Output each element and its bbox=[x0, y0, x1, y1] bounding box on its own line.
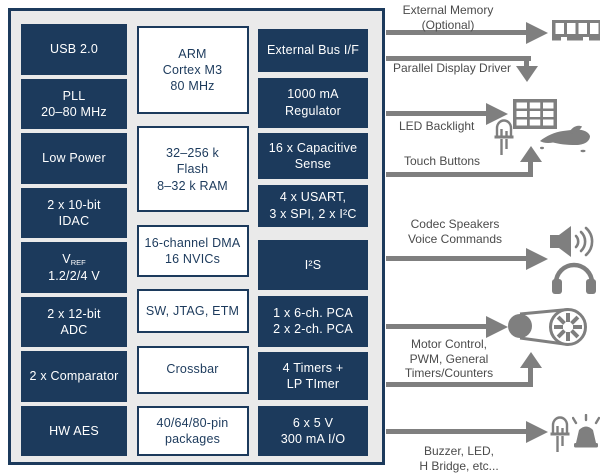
siren-icon bbox=[572, 414, 600, 448]
arrowhead-buzzer bbox=[526, 421, 548, 443]
block-timers: 4 Timers + LP TImer bbox=[258, 352, 368, 401]
block-idac: 2 x 10-bit IDAC bbox=[21, 187, 127, 238]
arrowhead-pwm bbox=[520, 352, 542, 368]
label-buzzer: Buzzer, LED, H Bridge, etc... bbox=[419, 444, 499, 473]
label-parallel-display: Parallel Display Driver bbox=[393, 61, 512, 75]
block-regulator: 1000 mA Regulator bbox=[258, 77, 368, 128]
block-crossbar: Crossbar bbox=[136, 345, 249, 394]
memory-icon bbox=[552, 20, 600, 41]
block-adc: 2 x 12-bit ADC bbox=[21, 296, 127, 347]
speaker-icon bbox=[550, 226, 594, 257]
arrowhead-codec bbox=[526, 248, 548, 270]
arrowhead-parallel-display bbox=[516, 66, 538, 82]
block-usb: USB 2.0 bbox=[21, 24, 127, 75]
arrowhead-touch-buttons bbox=[520, 146, 542, 162]
block-flash-ram: 32–256 k Flash 8–32 k RAM bbox=[136, 126, 249, 213]
block-pll: PLL 20–80 MHz bbox=[21, 78, 127, 129]
block-high-current-io: 6 x 5 V 300 mA I/O bbox=[258, 405, 368, 456]
block-i2s: I²S bbox=[258, 240, 368, 291]
core-column-middle: ARM Cortex M3 80 MHz 32–256 k Flash 8–32… bbox=[136, 24, 249, 456]
block-usb-label: USB 2.0 bbox=[50, 42, 98, 57]
peripheral-column-left: USB 2.0 PLL 20–80 MHz Low Power 2 x 10-b… bbox=[21, 24, 127, 456]
block-hw-aes: HW AES bbox=[21, 405, 127, 456]
display-grid-icon bbox=[513, 99, 557, 129]
label-led-backlight: LED Backlight bbox=[399, 119, 475, 133]
block-debug: SW, JTAG, ETM bbox=[136, 289, 249, 334]
headphones-icon bbox=[552, 262, 596, 294]
arrow-motor bbox=[386, 324, 486, 329]
led-icon bbox=[494, 119, 514, 155]
label-codec: Codec Speakers Voice Commands bbox=[407, 217, 503, 246]
arrow-external-memory bbox=[386, 30, 526, 35]
arrow-pwm-bend bbox=[528, 366, 533, 387]
block-vref-line1: VREF bbox=[62, 251, 86, 267]
block-arm-core: ARM Cortex M3 80 MHz bbox=[136, 26, 249, 114]
block-low-power: Low Power bbox=[21, 133, 127, 184]
label-motor: Motor Control, PWM, General Timers/Count… bbox=[404, 337, 494, 380]
motor-icon bbox=[508, 308, 587, 346]
block-capacitive-sense: 16 x Capacitive Sense bbox=[258, 133, 368, 180]
arrow-touch-buttons bbox=[386, 172, 533, 177]
block-packages: 40/64/80-pin packages bbox=[136, 405, 249, 456]
arrowhead-external-memory bbox=[526, 22, 548, 44]
buzzer-led-icon bbox=[550, 416, 570, 452]
block-pca: 1 x 6-ch. PCA 2 x 2-ch. PCA bbox=[258, 295, 368, 347]
arrow-pwm bbox=[386, 382, 533, 387]
block-vref: VREF 1.2/2/4 V bbox=[21, 242, 127, 293]
block-dma-nvic: 16-channel DMA 16 NVICs bbox=[136, 224, 249, 277]
block-comparator: 2 x Comparator bbox=[21, 351, 127, 402]
arrow-codec bbox=[386, 256, 526, 261]
block-external-bus: External Bus I/F bbox=[258, 29, 368, 72]
arrow-touch-buttons-bend bbox=[528, 160, 533, 177]
arrow-parallel-display-bend bbox=[524, 56, 529, 68]
arrow-led-backlight bbox=[386, 111, 486, 116]
touch-hand-icon bbox=[540, 125, 590, 153]
label-external-memory: External Memory (Optional) bbox=[402, 3, 494, 32]
label-touch-buttons: Touch Buttons bbox=[404, 154, 481, 168]
block-usart-spi-i2c: 4 x USART, 3 x SPI, 2 x I²C bbox=[258, 184, 368, 227]
arrow-parallel-display bbox=[386, 56, 531, 61]
chip-outline-box: USB 2.0 PLL 20–80 MHz Low Power 2 x 10-b… bbox=[8, 8, 385, 465]
arrow-buzzer bbox=[386, 429, 526, 434]
arrowhead-motor bbox=[486, 316, 508, 338]
peripheral-column-right: External Bus I/F 1000 mA Regulator 16 x … bbox=[258, 24, 368, 456]
